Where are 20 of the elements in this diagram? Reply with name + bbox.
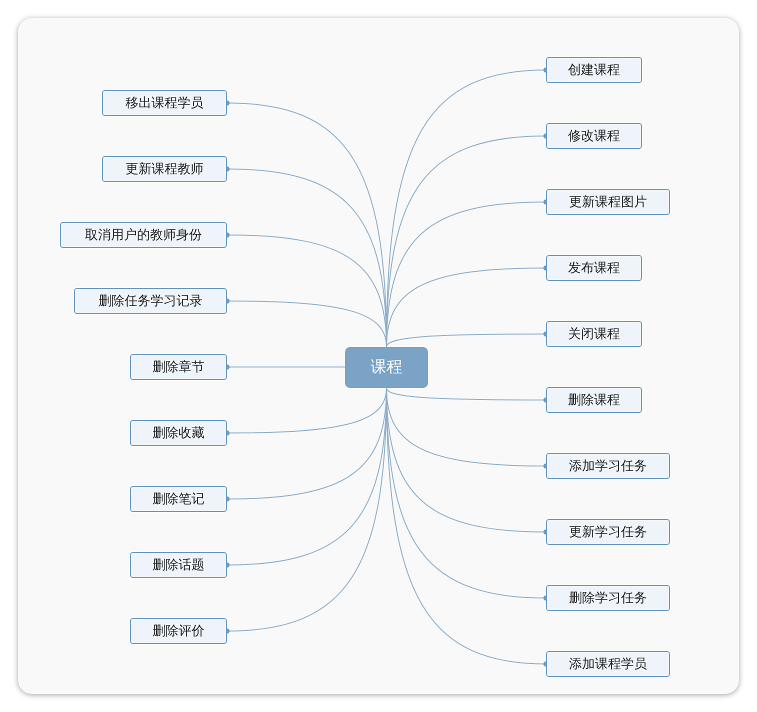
topic-box: 删除话题	[130, 552, 227, 578]
topic-box: 添加学习任务	[546, 453, 670, 479]
topic-box: 关闭课程	[546, 321, 642, 347]
topic-box: 删除章节	[130, 354, 227, 380]
topic-box: 删除笔记	[130, 486, 227, 512]
topic-box: 添加课程学员	[546, 651, 670, 677]
topic-box: 发布课程	[546, 255, 642, 281]
topic-box: 更新课程图片	[546, 189, 670, 215]
topic-box: 修改课程	[546, 123, 642, 149]
topic-box: 更新课程教师	[102, 156, 227, 182]
topic-box: 删除评价	[130, 618, 227, 644]
topic-box: 取消用户的教师身份	[60, 222, 227, 248]
topic-box: 移出课程学员	[102, 90, 227, 116]
topic-box: 删除课程	[546, 387, 642, 413]
topic-box: 删除收藏	[130, 420, 227, 446]
topic-box: 更新学习任务	[546, 519, 670, 545]
topic-box: 创建课程	[546, 57, 642, 83]
topic-box: 删除任务学习记录	[74, 288, 227, 314]
topic-box: 删除学习任务	[546, 585, 670, 611]
central-topic: 课程	[345, 347, 428, 388]
